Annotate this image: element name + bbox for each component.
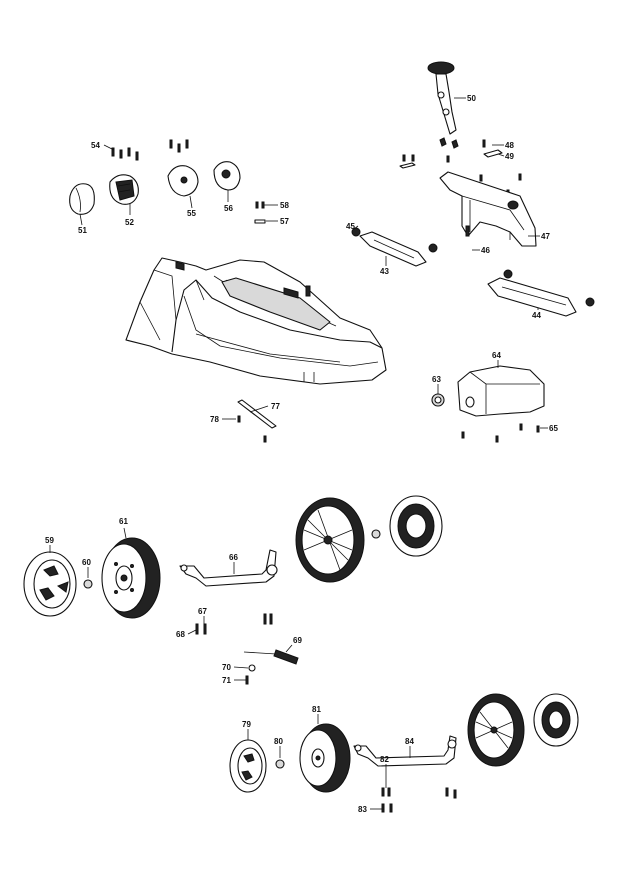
label-55: 55 (187, 209, 196, 218)
label-77: 77 (271, 402, 280, 411)
height-lever-part (427, 61, 459, 149)
label-56: 56 (224, 204, 233, 213)
wheel-61 (101, 537, 161, 619)
mower-deck-part (125, 257, 387, 385)
screws-54 (111, 139, 189, 161)
wheel-cap-79 (229, 739, 267, 793)
wheel-cap-right-front (389, 495, 443, 557)
label-65: 65 (549, 424, 558, 433)
label-81: 81 (312, 705, 321, 714)
label-84: 84 (405, 737, 414, 746)
label-57: 57 (280, 217, 289, 226)
label-80: 80 (274, 737, 283, 746)
label-48: 48 (505, 141, 514, 150)
label-43: 43 (380, 267, 389, 276)
label-52: 52 (125, 218, 134, 227)
knob-52 (109, 174, 139, 205)
label-79: 79 (242, 720, 251, 729)
label-44: 44 (532, 311, 541, 320)
label-71: 71 (222, 676, 231, 685)
label-66: 66 (229, 553, 238, 562)
nut-80 (275, 759, 285, 769)
label-82: 82 (380, 755, 389, 764)
label-63: 63 (432, 375, 441, 384)
height-bar-43 (351, 227, 438, 267)
label-61: 61 (119, 517, 128, 526)
label-69: 69 (293, 636, 302, 645)
label-78: 78 (210, 415, 219, 424)
lever-hardware (399, 139, 522, 197)
height-bar-44 (487, 269, 595, 317)
bracket-55 (167, 165, 199, 197)
label-47: 47 (541, 232, 550, 241)
bracket-56 (213, 161, 241, 191)
bar-77 (237, 399, 277, 443)
label-46: 46 (481, 246, 490, 255)
leader-lines (49, 97, 548, 810)
label-83: 83 (358, 805, 367, 814)
wheel-cap-59 (23, 551, 77, 617)
label-51: 51 (78, 226, 87, 235)
label-49: 49 (505, 152, 514, 161)
rear-wheel-right-rear (467, 693, 525, 767)
label-59: 59 (45, 536, 54, 545)
label-68: 68 (176, 630, 185, 639)
wheel-cap-right-rear (533, 693, 579, 747)
nut-60 (83, 579, 93, 589)
label-45: 45 (346, 222, 355, 231)
axle-66 (179, 549, 278, 587)
rear-wheel-right-front (295, 497, 381, 583)
wheel-81 (299, 723, 351, 793)
screws-67-68 (195, 613, 273, 635)
label-67: 67 (198, 607, 207, 616)
part-labels: 50 48 49 54 51 52 55 56 58 57 45 47 46 4… (45, 94, 558, 814)
label-58: 58 (280, 201, 289, 210)
label-64: 64 (492, 351, 501, 360)
label-54: 54 (91, 141, 100, 150)
label-70: 70 (222, 663, 231, 672)
screws-57-58 (254, 201, 266, 224)
label-60: 60 (82, 558, 91, 567)
spring-69 (243, 649, 299, 685)
screws-82-83 (381, 787, 457, 813)
knob-51 (69, 183, 95, 215)
label-50: 50 (467, 94, 476, 103)
axle-84 (353, 735, 457, 767)
rear-bracket-part (439, 171, 537, 247)
rear-cover-part (431, 365, 545, 443)
